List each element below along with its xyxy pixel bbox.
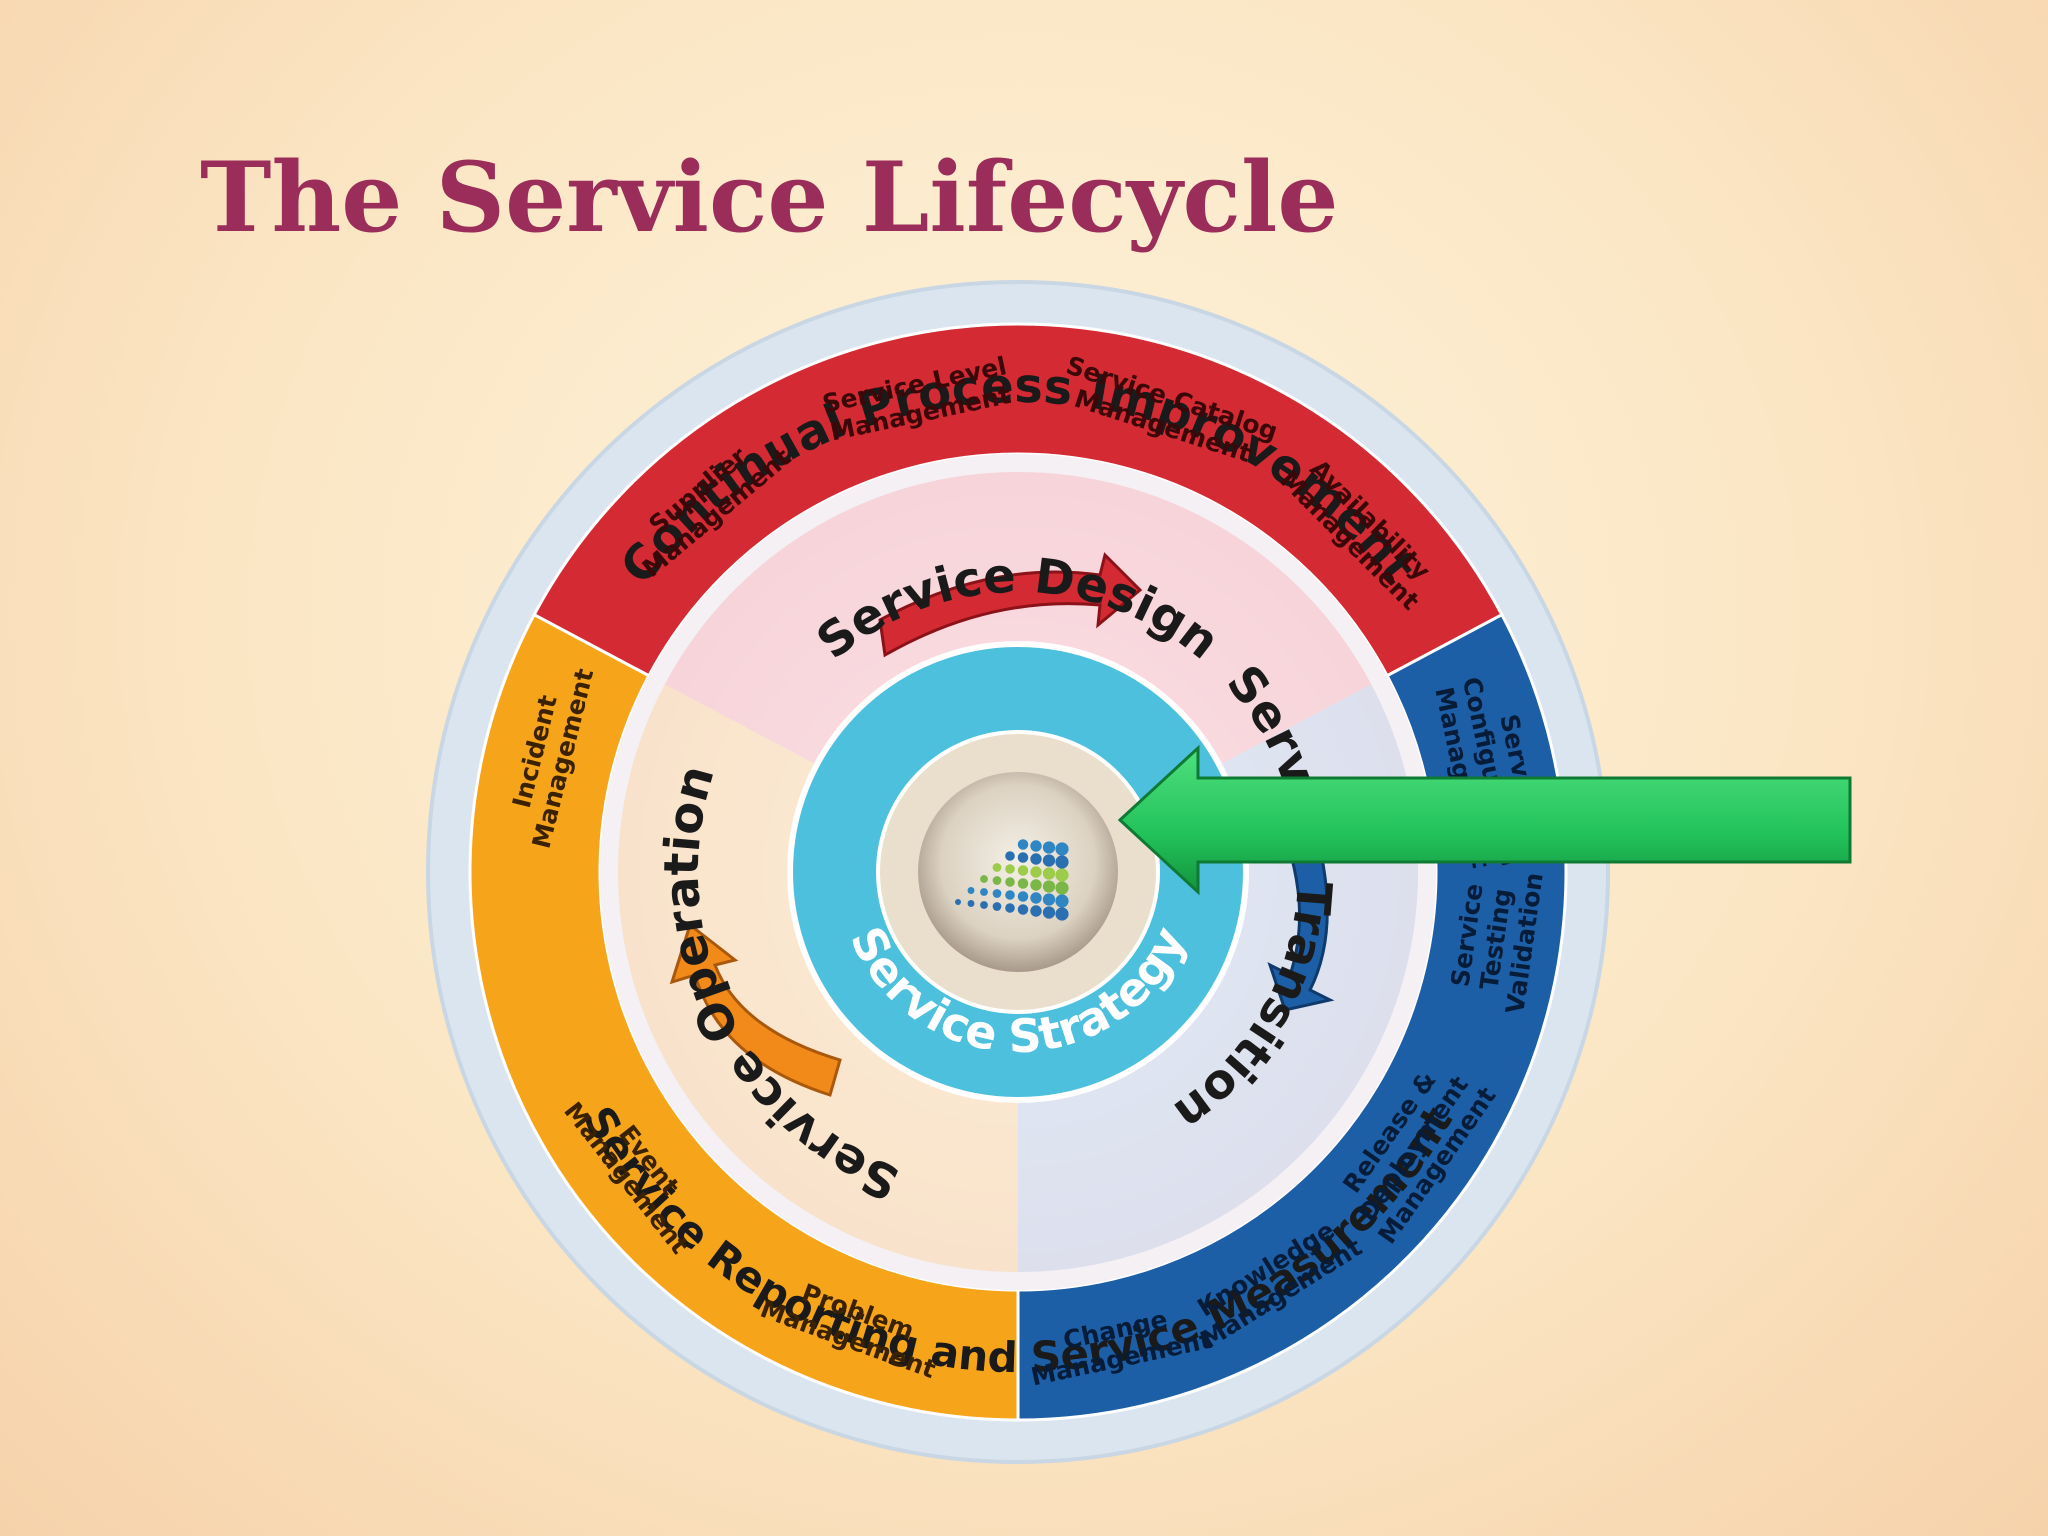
logo-dot xyxy=(992,902,1002,911)
logo-dot xyxy=(1017,865,1029,876)
logo-dot xyxy=(1042,906,1056,919)
operation-flow-arrow-icon xyxy=(669,922,842,1097)
logo-dot xyxy=(992,863,1002,872)
slide-title: The Service Lifecycle xyxy=(200,141,1339,254)
logo-dot xyxy=(1030,892,1042,904)
logo-dot xyxy=(1005,877,1015,887)
logo-dot xyxy=(967,887,975,894)
design-flow-arrow-icon xyxy=(878,552,1143,658)
logo-dot xyxy=(1017,891,1029,902)
logo-dot xyxy=(1005,903,1015,913)
ascending-dots-logo-icon xyxy=(955,839,1069,921)
logo-dot xyxy=(992,889,1002,898)
logo-dot xyxy=(980,901,988,909)
logo-dot xyxy=(1017,878,1029,889)
logo-dot xyxy=(1042,867,1056,880)
logo-dot xyxy=(1042,854,1056,867)
logo-dot xyxy=(1055,855,1069,869)
logo-dot xyxy=(1017,852,1029,863)
logo-dot xyxy=(1055,907,1069,921)
logo-dot xyxy=(1030,879,1042,891)
logo-dot xyxy=(1055,894,1069,908)
green-arrow-icon xyxy=(1117,744,1852,896)
logo-dot xyxy=(980,875,988,883)
logo-dot xyxy=(1042,841,1056,854)
logo-dot xyxy=(980,888,988,896)
logo-dot xyxy=(1005,851,1015,861)
logo-dot xyxy=(1005,864,1015,874)
logo-dot xyxy=(1030,853,1042,865)
logo-dot xyxy=(1030,866,1042,878)
logo-dot xyxy=(1017,904,1029,915)
logo-dot xyxy=(1055,842,1069,856)
transition-flow-arrow-icon xyxy=(1267,838,1335,1012)
logo-dot xyxy=(1042,893,1056,906)
logo-dot xyxy=(1055,868,1069,882)
logo-dot xyxy=(1030,840,1042,852)
logo-dot xyxy=(1030,905,1042,917)
logo-dot xyxy=(1042,880,1056,893)
logo-dot xyxy=(1005,890,1015,900)
logo-dot xyxy=(967,900,975,907)
logo-dot xyxy=(1017,839,1029,850)
logo-dot xyxy=(955,899,961,905)
logo-dot xyxy=(992,876,1002,885)
logo-dot xyxy=(1055,881,1069,895)
